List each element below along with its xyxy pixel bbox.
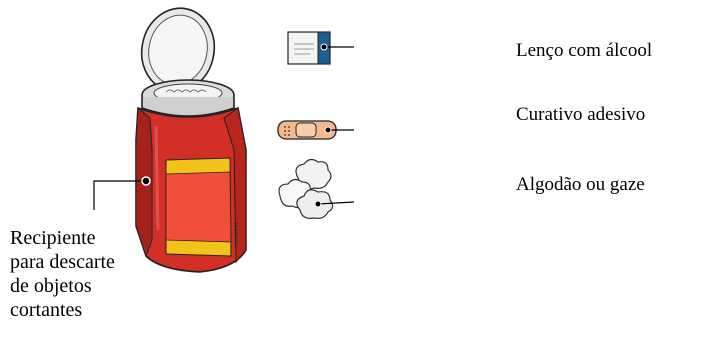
bandage-leader-dot	[324, 126, 332, 134]
sharps-container-label: Recipiente para descarte de objetos cort…	[10, 226, 115, 322]
sharps-container-illustration	[93, 7, 247, 273]
container-lid	[140, 7, 216, 93]
sharps-label-line: de objetos	[10, 275, 92, 297]
alcohol-wipe-illustration	[287, 31, 354, 65]
bandage-illustration	[277, 120, 354, 140]
sharps-leader-line	[93, 180, 146, 210]
gauze-leader-line	[317, 201, 355, 205]
figure-code: ILLM6141	[234, 222, 240, 246]
sharps-label-line: cortantes	[10, 299, 83, 321]
gauze-label: Algodão ou gaze	[516, 174, 645, 195]
gauze-illustration	[278, 158, 355, 219]
container-rim	[141, 79, 235, 117]
gauze-leader-dot	[314, 200, 322, 208]
alcohol-wipe-label: Lenço com álcool	[516, 40, 653, 61]
wipe-leader-dot	[320, 43, 328, 51]
bandage-label: Curativo adesivo	[516, 104, 646, 125]
sharps-label-line: para descarte	[10, 251, 115, 273]
sharps-leader-dot	[141, 176, 151, 186]
sharps-label-line: Recipiente	[10, 227, 96, 249]
container-warning-label	[165, 157, 232, 257]
